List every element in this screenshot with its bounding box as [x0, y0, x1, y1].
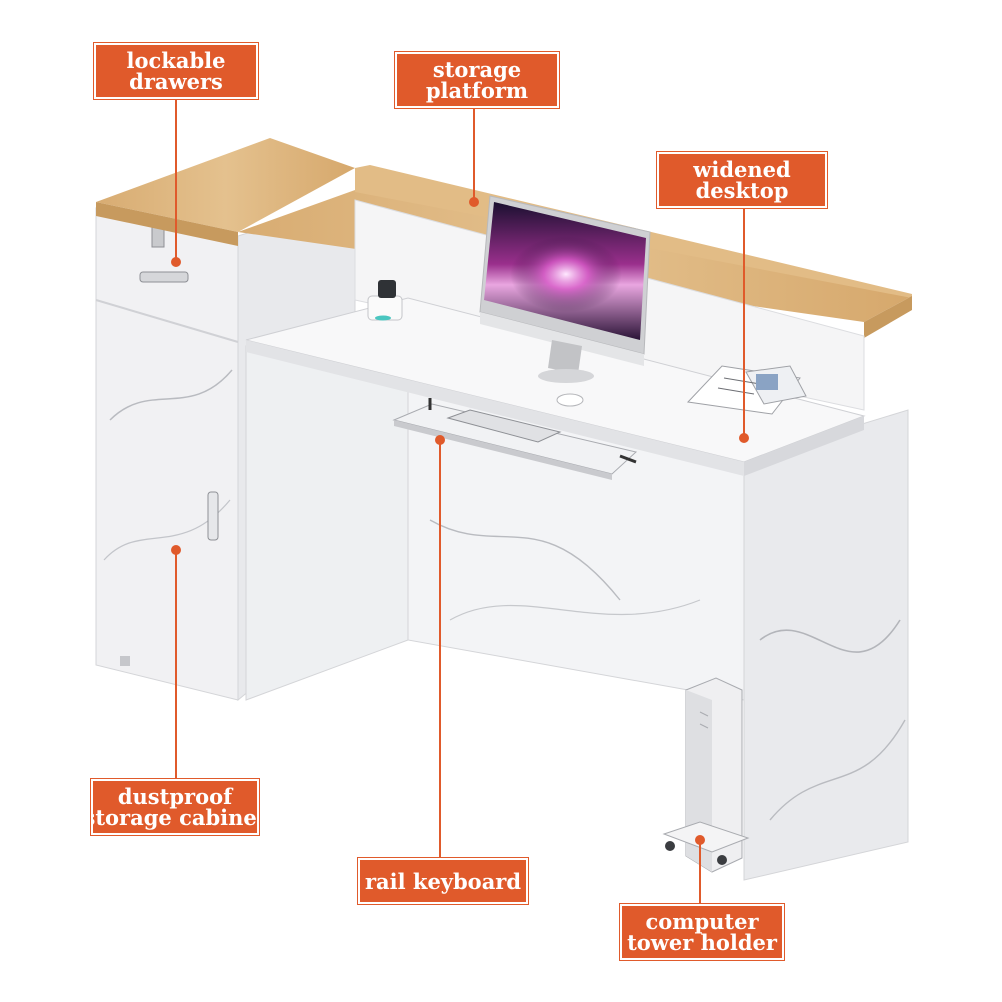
callout-line: dustproof [117, 784, 233, 809]
callout-line: widened [693, 157, 791, 182]
callout-line: desktop [695, 178, 789, 203]
callout-rail-keyboard: rail keyboard [357, 857, 529, 905]
callout-line: tower holder [627, 930, 777, 955]
scanner-icon [367, 280, 403, 321]
cabinet-handle-icon [207, 491, 219, 541]
monitor-icon [479, 195, 651, 383]
callout-storage-platform: storage platform [394, 51, 560, 109]
callout-line: computer [645, 909, 759, 934]
callout-lockable-drawers: lockable drawers [93, 42, 259, 100]
computer-tower-holder [662, 677, 750, 873]
callout-line: storage cabinet [83, 805, 267, 830]
callout-line: rail keyboard [364, 868, 522, 894]
callout-widened-desktop: widened desktop [656, 151, 828, 209]
callout-line: drawers [129, 69, 223, 94]
callout-dustproof-storage-cabinet: dustproof storage cabinet [84, 778, 266, 836]
rail-keyboard-tray [392, 398, 638, 480]
callout-line: lockable [126, 48, 226, 73]
mouse-icon [556, 393, 584, 407]
callout-line: platform [425, 78, 529, 103]
desk-body [245, 345, 909, 881]
leader-lines [171, 98, 749, 906]
keyboard-icon [446, 409, 562, 443]
callout-computer-tower-holder: computer tower holder [619, 903, 785, 961]
callout-line: storage [432, 57, 522, 82]
